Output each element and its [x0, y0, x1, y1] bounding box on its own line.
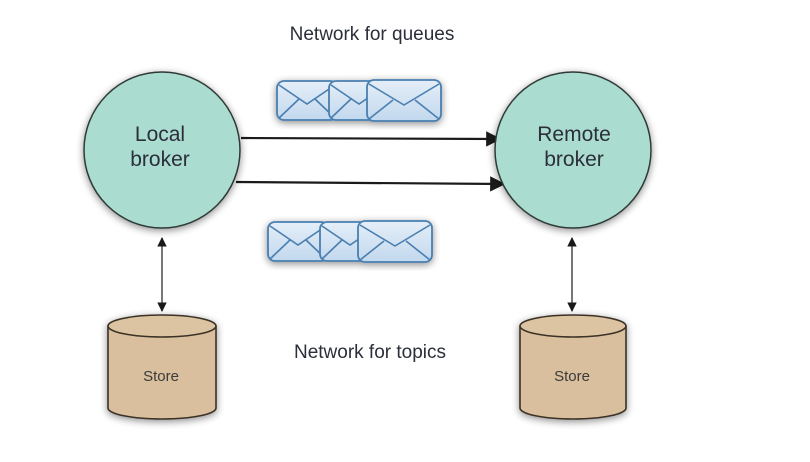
envelope-icon [366, 79, 442, 122]
database-cylinder-icon [519, 326, 627, 420]
remote-broker-label-line1: Remote [537, 123, 611, 146]
database-cylinder-icon [107, 326, 217, 420]
local-store-label: Store [143, 368, 179, 385]
remote-broker-label-line2: broker [544, 148, 604, 171]
envelope-icon [357, 220, 433, 263]
local-store-node: Store [107, 314, 217, 420]
local-broker-label-line1: Local [135, 123, 185, 146]
queues-connection-arrow [240, 131, 502, 147]
envelope-icon [267, 221, 329, 262]
topic-messages-group [267, 220, 433, 263]
local-broker-circle [83, 71, 241, 229]
network-for-topics-label: Network for topics [294, 342, 446, 363]
remote-store-node: Store [519, 314, 627, 420]
topics-connection-arrow [235, 176, 506, 192]
remote-broker-circle [494, 71, 652, 229]
remote-store-label: Store [554, 368, 590, 385]
queue-messages-group [276, 79, 442, 122]
network-for-queues-label: Network for queues [290, 24, 455, 45]
remote-broker-node: Remote broker [494, 71, 652, 229]
envelope-icon [276, 80, 338, 121]
local-broker-node: Local broker [83, 71, 241, 229]
local-broker-label-line2: broker [130, 148, 190, 171]
